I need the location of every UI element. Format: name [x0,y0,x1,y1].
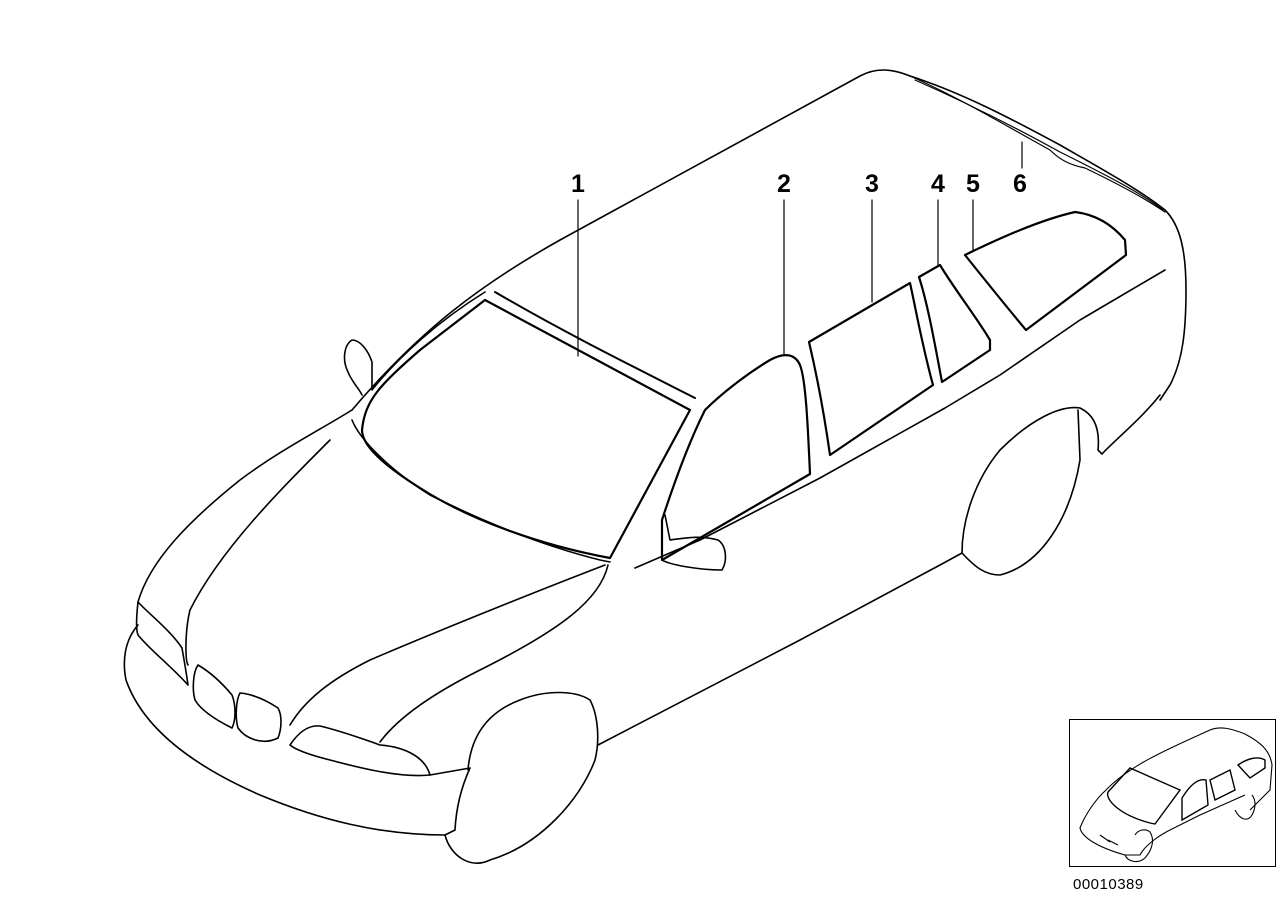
front-door-window [660,354,812,562]
rear-wheel-arch [939,394,1161,566]
mirror-right [661,514,727,571]
side-beltline [634,269,1166,569]
front-bumper [123,624,471,836]
windscreen-glass [360,298,692,560]
headlight-left [135,601,189,686]
callout-3: 3 [865,170,879,198]
callout-1: 1 [571,170,585,198]
callout-4: 4 [931,170,945,198]
callout-6: 6 [1013,170,1027,198]
hood-crease-center [185,439,331,666]
overview-thumbnail [1069,719,1276,867]
hood-line-left [137,409,353,603]
kidney-grille-left [192,664,236,729]
rear-roof-strip-2 [914,79,1164,211]
headlight-right [289,725,431,777]
rear-wheel [961,409,1081,576]
a-pillar-left [371,291,486,391]
callout-2: 2 [777,170,791,198]
kidney-grille-right [235,692,282,743]
side-sill-line [597,564,941,746]
rear-quarter-window [917,263,992,384]
windscreen-top-strip [494,291,696,399]
front-wheel-arch [444,691,599,864]
rear-door-window [807,281,935,457]
mirror-left [343,339,373,396]
thumbnail-car-icon [1079,727,1273,863]
windscreen-frame-outer [351,419,611,563]
hood-line-right [289,564,606,726]
reference-number: 00010389 [1073,876,1144,893]
hood-right-edge [379,564,609,743]
roof-outline [351,69,1187,411]
callout-5: 5 [966,170,980,198]
side-rear-window [963,210,1128,332]
rear-roof-strip [909,75,1166,213]
